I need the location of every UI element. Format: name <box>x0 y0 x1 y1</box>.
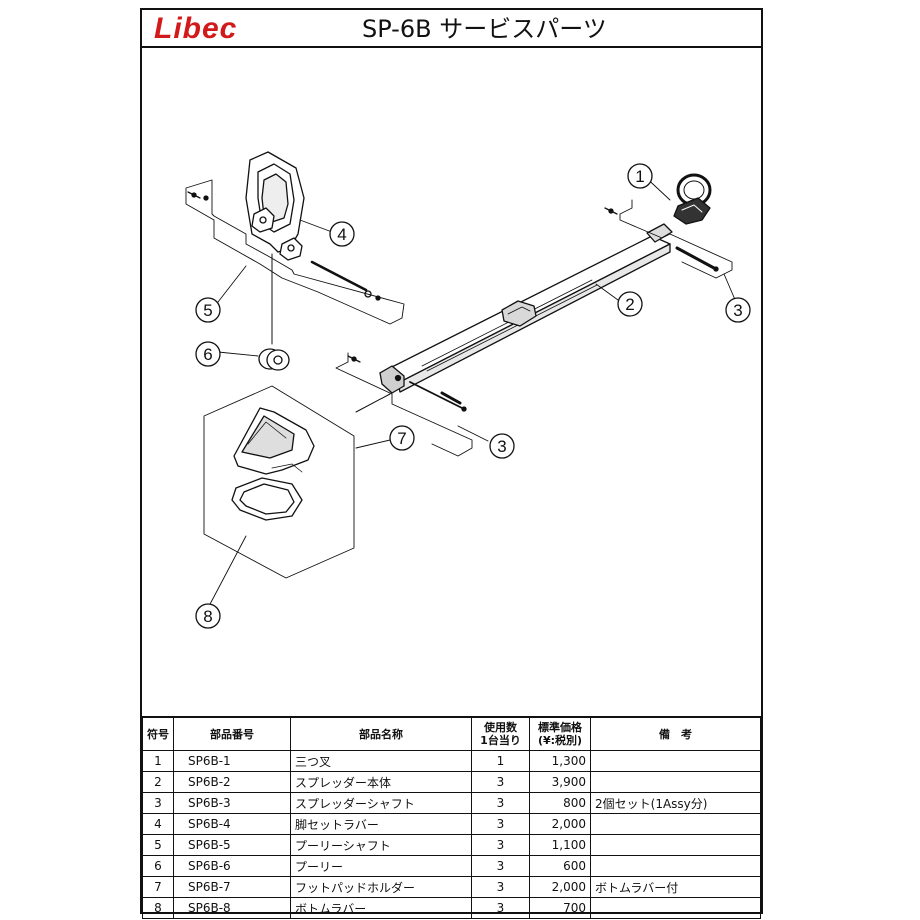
callout-4: 4 <box>329 221 355 247</box>
svg-text:1: 1 <box>635 167 644 186</box>
callout-6: 6 <box>195 341 221 367</box>
svg-text:8: 8 <box>203 607 212 626</box>
cell-no: 8 <box>142 897 174 919</box>
pulley-drawing <box>258 348 290 371</box>
cell-qty: 3 <box>471 813 530 835</box>
table-row: 3 SP6B-3 スプレッダーシャフト 3 800 2個セット(1Assy分) <box>142 792 761 814</box>
cell-price: 3,900 <box>529 771 591 793</box>
cell-price: 2,000 <box>529 876 591 898</box>
svg-text:5: 5 <box>203 301 212 320</box>
cell-name: フットパッドホルダー <box>290 876 472 898</box>
svg-text:3: 3 <box>733 301 742 320</box>
cell-qty: 3 <box>471 876 530 898</box>
foot-pad-holder-drawing <box>203 385 391 579</box>
spreader-body-drawing <box>379 223 673 394</box>
cell-no: 4 <box>142 813 174 835</box>
cell-name: ボトムラバー <box>290 897 472 919</box>
callout-3-lower: 3 <box>489 433 515 459</box>
cell-qty: 3 <box>471 771 530 793</box>
cell-note <box>590 771 761 793</box>
cell-note <box>590 834 761 856</box>
cell-name: 三つ叉 <box>290 750 472 772</box>
libec-logo: Libec <box>154 12 238 45</box>
cell-price: 1,300 <box>529 750 591 772</box>
cell-name: スプレッダーシャフト <box>290 792 472 814</box>
leader-lines <box>207 171 737 609</box>
cell-qty: 3 <box>471 855 530 877</box>
table-row: 8 SP6B-8 ボトムラバー 3 700 <box>142 897 761 919</box>
table-row: 1 SP6B-1 三つ叉 1 1,300 <box>142 750 761 772</box>
cell-code: SP6B-6 <box>173 855 291 877</box>
leg-set-rubber-drawing <box>185 151 405 345</box>
cell-code: SP6B-2 <box>173 771 291 793</box>
cell-note <box>590 813 761 835</box>
cell-note: 2個セット(1Assy分) <box>590 792 761 814</box>
cell-no: 1 <box>142 750 174 772</box>
table-row: 7 SP6B-7 フットパッドホルダー 3 2,000 ボトムラバー付 <box>142 876 761 898</box>
table-header-row: 符号 部品番号 部品名称 使用数 1台当り 標準価格 (¥:税別) 備 考 <box>142 716 761 751</box>
svg-text:2: 2 <box>625 295 634 314</box>
spreader-shaft-drawing <box>335 352 473 457</box>
cell-no: 3 <box>142 792 174 814</box>
col-header-qty: 使用数 1台当り <box>471 716 530 751</box>
svg-text:6: 6 <box>203 345 212 364</box>
cell-name: スプレッダー本体 <box>290 771 472 793</box>
table-row: 2 SP6B-2 スプレッダー本体 3 3,900 <box>142 771 761 793</box>
svg-text:3: 3 <box>497 437 506 456</box>
sheet-header: Libec SP-6B サービスパーツ <box>142 10 761 48</box>
col-header-price-line2: (¥:税別) <box>537 734 583 747</box>
cell-price: 600 <box>529 855 591 877</box>
cell-qty: 3 <box>471 834 530 856</box>
cell-note <box>590 750 761 772</box>
callout-3-upper: 3 <box>725 297 751 323</box>
cell-note: ボトムラバー付 <box>590 876 761 898</box>
cell-code: SP6B-8 <box>173 897 291 919</box>
cell-code: SP6B-1 <box>173 750 291 772</box>
cell-code: SP6B-3 <box>173 792 291 814</box>
cell-note <box>590 897 761 919</box>
svg-text:4: 4 <box>337 225 346 244</box>
table-row: 6 SP6B-6 プーリー 3 600 <box>142 855 761 877</box>
cell-code: SP6B-4 <box>173 813 291 835</box>
col-header-qty-line1: 使用数 <box>484 721 517 734</box>
svg-text:7: 7 <box>397 429 406 448</box>
cell-price: 2,000 <box>529 813 591 835</box>
col-header-qty-line2: 1台当り <box>480 734 521 747</box>
table-row: 4 SP6B-4 脚セットラバー 3 2,000 <box>142 813 761 835</box>
col-header-code: 部品番号 <box>173 716 291 751</box>
cell-qty: 1 <box>471 750 530 772</box>
cell-name: プーリーシャフト <box>290 834 472 856</box>
col-header-price-line1: 標準価格 <box>538 721 582 734</box>
cell-qty: 3 <box>471 792 530 814</box>
callout-1: 1 <box>627 163 653 189</box>
cell-qty: 3 <box>471 897 530 919</box>
exploded-parts-diagram: 1 2 3 3 4 5 6 7 <box>185 151 751 629</box>
page-title: SP-6B サービスパーツ <box>362 15 607 43</box>
cell-price: 800 <box>529 792 591 814</box>
col-header-no: 符号 <box>142 716 174 751</box>
callout-7: 7 <box>389 425 415 451</box>
col-header-name: 部品名称 <box>290 716 472 751</box>
parts-sheet: Libec SP-6B サービスパーツ <box>140 8 763 919</box>
cell-note <box>590 855 761 877</box>
callout-2: 2 <box>617 291 643 317</box>
parts-table: 符号 部品番号 部品名称 使用数 1台当り 標準価格 (¥:税別) 備 考 1 … <box>142 716 761 919</box>
callout-8: 8 <box>195 603 221 629</box>
cell-no: 5 <box>142 834 174 856</box>
cell-name: 脚セットラバー <box>290 813 472 835</box>
cell-no: 6 <box>142 855 174 877</box>
cell-name: プーリー <box>290 855 472 877</box>
cell-price: 1,100 <box>529 834 591 856</box>
cell-code: SP6B-7 <box>173 876 291 898</box>
cell-price: 700 <box>529 897 591 919</box>
callout-5: 5 <box>195 297 221 323</box>
col-header-note: 備 考 <box>590 716 761 751</box>
cell-code: SP6B-5 <box>173 834 291 856</box>
cell-no: 2 <box>142 771 174 793</box>
col-header-price: 標準価格 (¥:税別) <box>529 716 591 751</box>
cell-no: 7 <box>142 876 174 898</box>
table-row: 5 SP6B-5 プーリーシャフト 3 1,100 <box>142 834 761 856</box>
